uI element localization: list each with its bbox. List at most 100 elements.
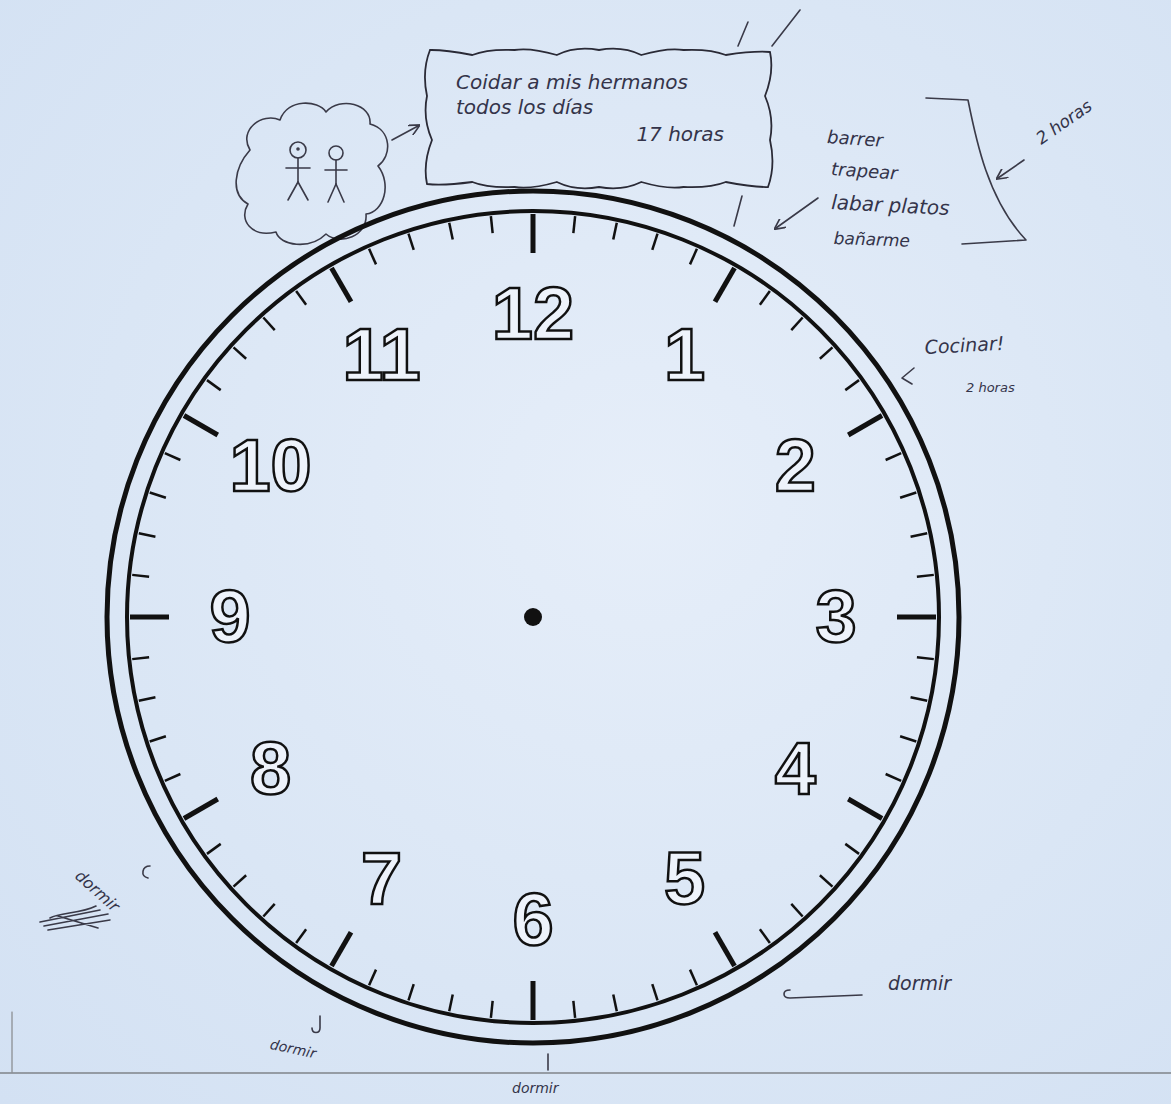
minute-tick (369, 970, 376, 986)
minute-tick (369, 249, 376, 265)
minute-tick (165, 453, 181, 460)
minute-tick (613, 995, 617, 1012)
minute-tick (911, 697, 928, 701)
hour-tick (715, 932, 735, 966)
minute-tick (791, 318, 802, 331)
pen-stroke (738, 22, 748, 46)
bracket (926, 98, 1026, 244)
hour-number: 7 (361, 842, 402, 916)
minute-tick (900, 736, 916, 741)
minute-tick (132, 657, 149, 659)
pen-stroke (734, 196, 742, 226)
hour-tick (848, 416, 882, 436)
minute-tick (139, 533, 156, 537)
hour-tick (184, 799, 218, 819)
stick-figure (286, 142, 310, 200)
minute-tick (917, 575, 934, 577)
minute-tick (207, 380, 221, 390)
minute-tick (652, 984, 657, 1000)
minute-tick (911, 533, 928, 537)
minute-tick (263, 318, 274, 331)
clock-rim (127, 211, 939, 1023)
pointer-mark (902, 368, 914, 384)
minute-tick (573, 1001, 575, 1018)
minute-tick (900, 492, 916, 497)
ruled-line (12, 1012, 13, 1072)
hour-number: 11 (342, 318, 420, 392)
cloud-content: Coidar a mis hermanos todos los días17 h… (422, 44, 776, 171)
activity-note: dormir (512, 1080, 559, 1096)
hour-number: 10 (229, 429, 311, 503)
hour-number: 12 (492, 277, 574, 351)
stick-figure (325, 146, 347, 202)
pointer-mark (143, 866, 150, 878)
pointer-arrow (776, 198, 818, 228)
minute-tick (449, 223, 453, 240)
hour-tick (531, 214, 536, 253)
hour-number: 9 (209, 580, 250, 654)
clock-rim (107, 191, 959, 1043)
minute-tick (690, 249, 697, 265)
activity-note: dormir (888, 972, 951, 994)
minute-tick (139, 697, 156, 701)
duration-text: 17 horas (456, 122, 742, 147)
pointer-mark (547, 1054, 549, 1070)
hour-tick (332, 268, 352, 302)
hour-tick (184, 416, 218, 436)
minute-tick (760, 929, 770, 943)
hour-tick (715, 268, 735, 302)
activity-note: dormir (71, 866, 123, 916)
minute-tick (449, 995, 453, 1012)
minute-tick (207, 844, 221, 854)
chore-note: barrer (827, 126, 884, 151)
hour-tick (130, 615, 169, 620)
duration-note: 2 horas (1032, 95, 1096, 148)
clock-face: 121234567891011 (105, 189, 961, 1045)
hour-number: 2 (775, 429, 816, 503)
minute-tick (150, 736, 166, 741)
scribble (40, 906, 110, 930)
minute-tick (234, 347, 247, 358)
minute-tick (408, 984, 413, 1000)
chore-note: bañarme (833, 228, 910, 251)
ruled-line (0, 1072, 1171, 1073)
cloud-outline (425, 49, 773, 189)
thought-cloud: Coidar a mis hermanos todos los días17 h… (422, 44, 776, 192)
minute-tick (760, 291, 770, 305)
leader-line (784, 990, 862, 998)
minute-tick (845, 844, 859, 854)
minute-tick (491, 1001, 493, 1018)
hour-number: 5 (664, 842, 705, 916)
minute-tick (652, 234, 657, 250)
minute-tick (886, 453, 902, 460)
hour-tick (332, 932, 352, 966)
minute-tick (845, 380, 859, 390)
minute-tick (296, 929, 306, 943)
duration-note: 2 horas (966, 380, 1015, 395)
minute-tick (132, 575, 149, 577)
hour-tick (848, 799, 882, 819)
minute-tick (820, 347, 833, 358)
note-text: Coidar a mis hermanos todos los días (456, 70, 742, 120)
hour-number: 1 (664, 318, 705, 392)
minute-tick (408, 234, 413, 250)
clock-center (524, 608, 542, 626)
pen-stroke (772, 10, 800, 46)
minute-tick (165, 774, 181, 781)
minute-tick (234, 875, 247, 886)
hour-number: 4 (775, 732, 816, 806)
hour-tick (531, 981, 536, 1020)
minute-tick (296, 291, 306, 305)
minute-tick (613, 223, 617, 240)
minute-tick (917, 657, 934, 659)
hour-tick (897, 615, 936, 620)
activity-note: Cocinar! (924, 332, 1005, 358)
minute-tick (791, 904, 802, 917)
hour-number: 6 (512, 883, 553, 957)
minute-tick (690, 970, 697, 986)
minute-tick (820, 875, 833, 886)
pointer-arrow (998, 160, 1024, 178)
chore-note: trapear (831, 158, 899, 184)
minute-tick (573, 216, 575, 233)
